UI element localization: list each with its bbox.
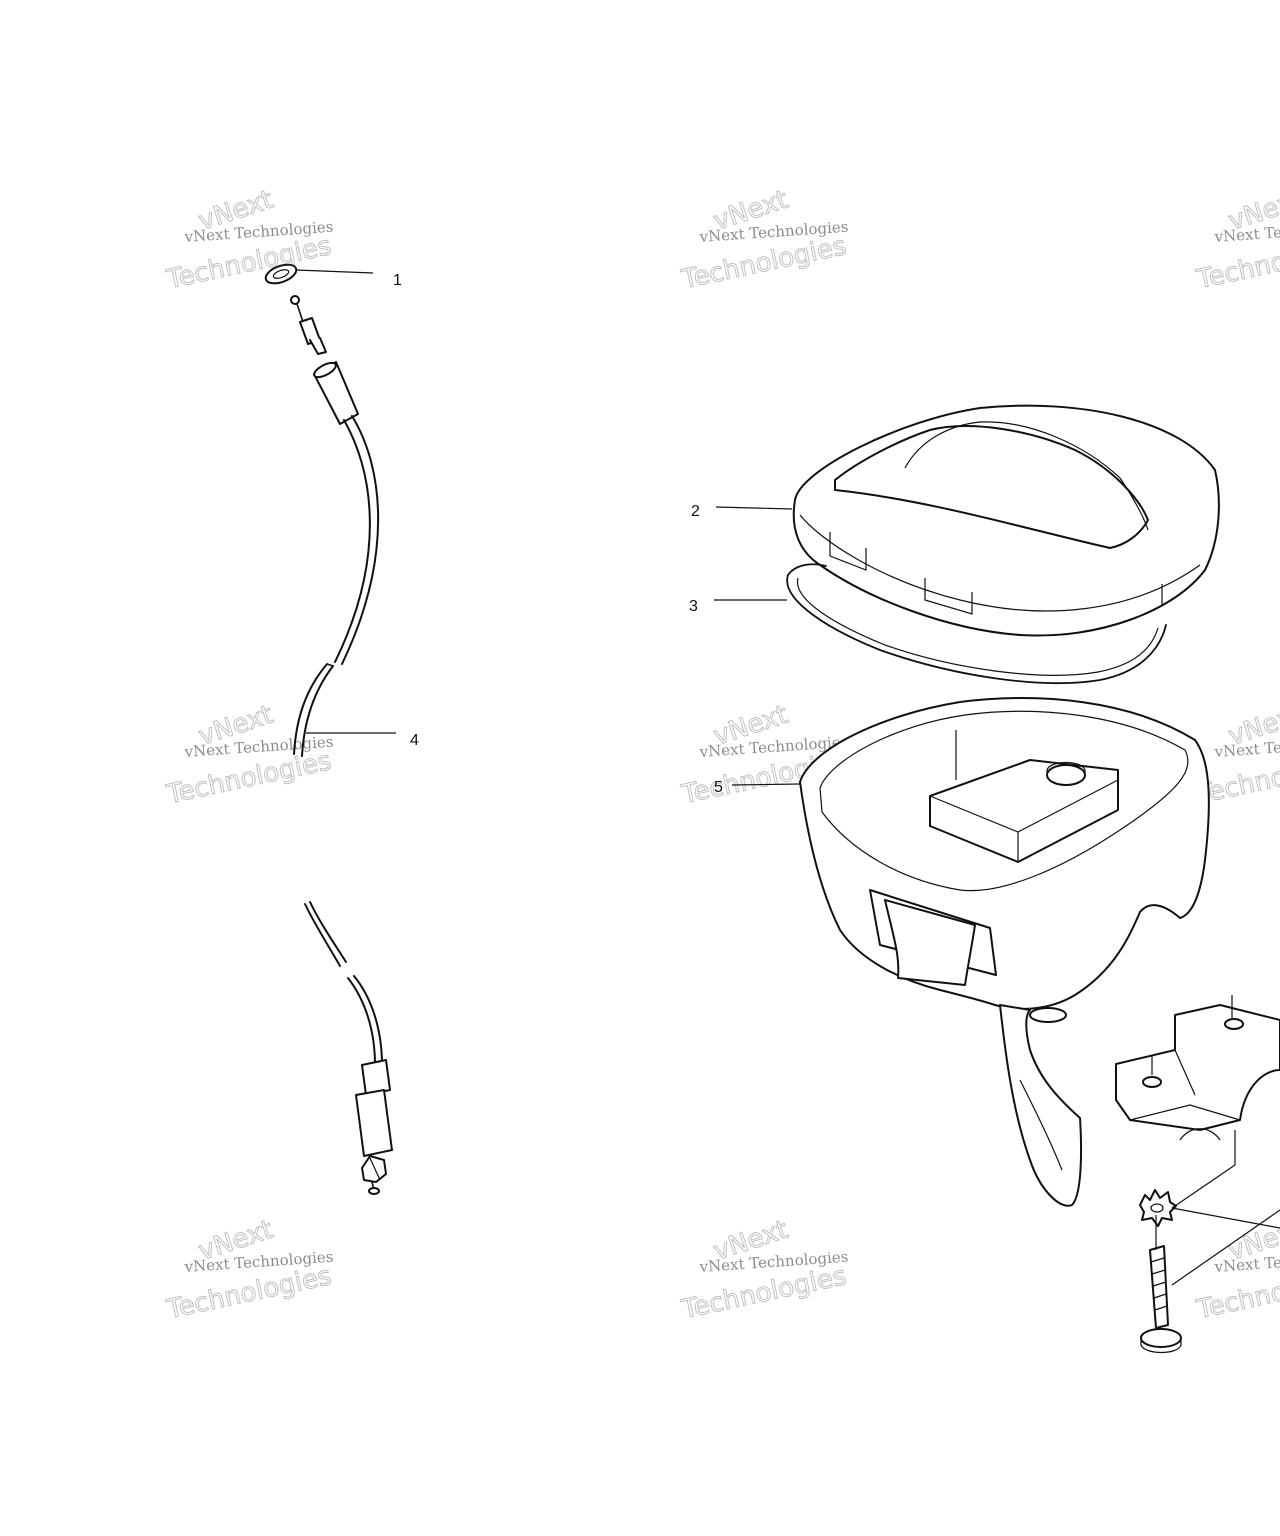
callout-1: 1 [393,272,402,289]
watermark: vNext vNext Technologies Technologies [678,1214,850,1326]
watermark: vNext vNext Technologies Technologies [678,184,850,296]
callouts: 1 2 3 4 5 [393,272,723,796]
part-screw [1140,1245,1182,1354]
part-washer [264,263,298,285]
part-throttle-housing [799,697,1210,1207]
watermark: vNext vNext Technologies Technologies [1193,1214,1280,1326]
watermark: vNext vNext Technologies Technologies [163,184,335,296]
part-throttle-cable-upper [290,295,380,757]
watermark: vNext vNext Technologies Technologies [163,699,335,811]
part-cover [792,404,1220,637]
watermark: vNext vNext Technologies Technologies [163,1214,335,1326]
part-throttle-cable-lower [304,901,393,1195]
part-clamp [1115,995,1280,1141]
part-lock-washer [1139,1189,1177,1227]
callout-5: 5 [714,779,723,796]
leader-lines [295,269,1280,1286]
part-gasket [786,563,1167,684]
callout-3: 3 [689,598,698,615]
watermark: vNext vNext Technologies Technologies [1193,184,1280,296]
callout-4: 4 [410,732,419,749]
callout-2: 2 [691,503,700,520]
